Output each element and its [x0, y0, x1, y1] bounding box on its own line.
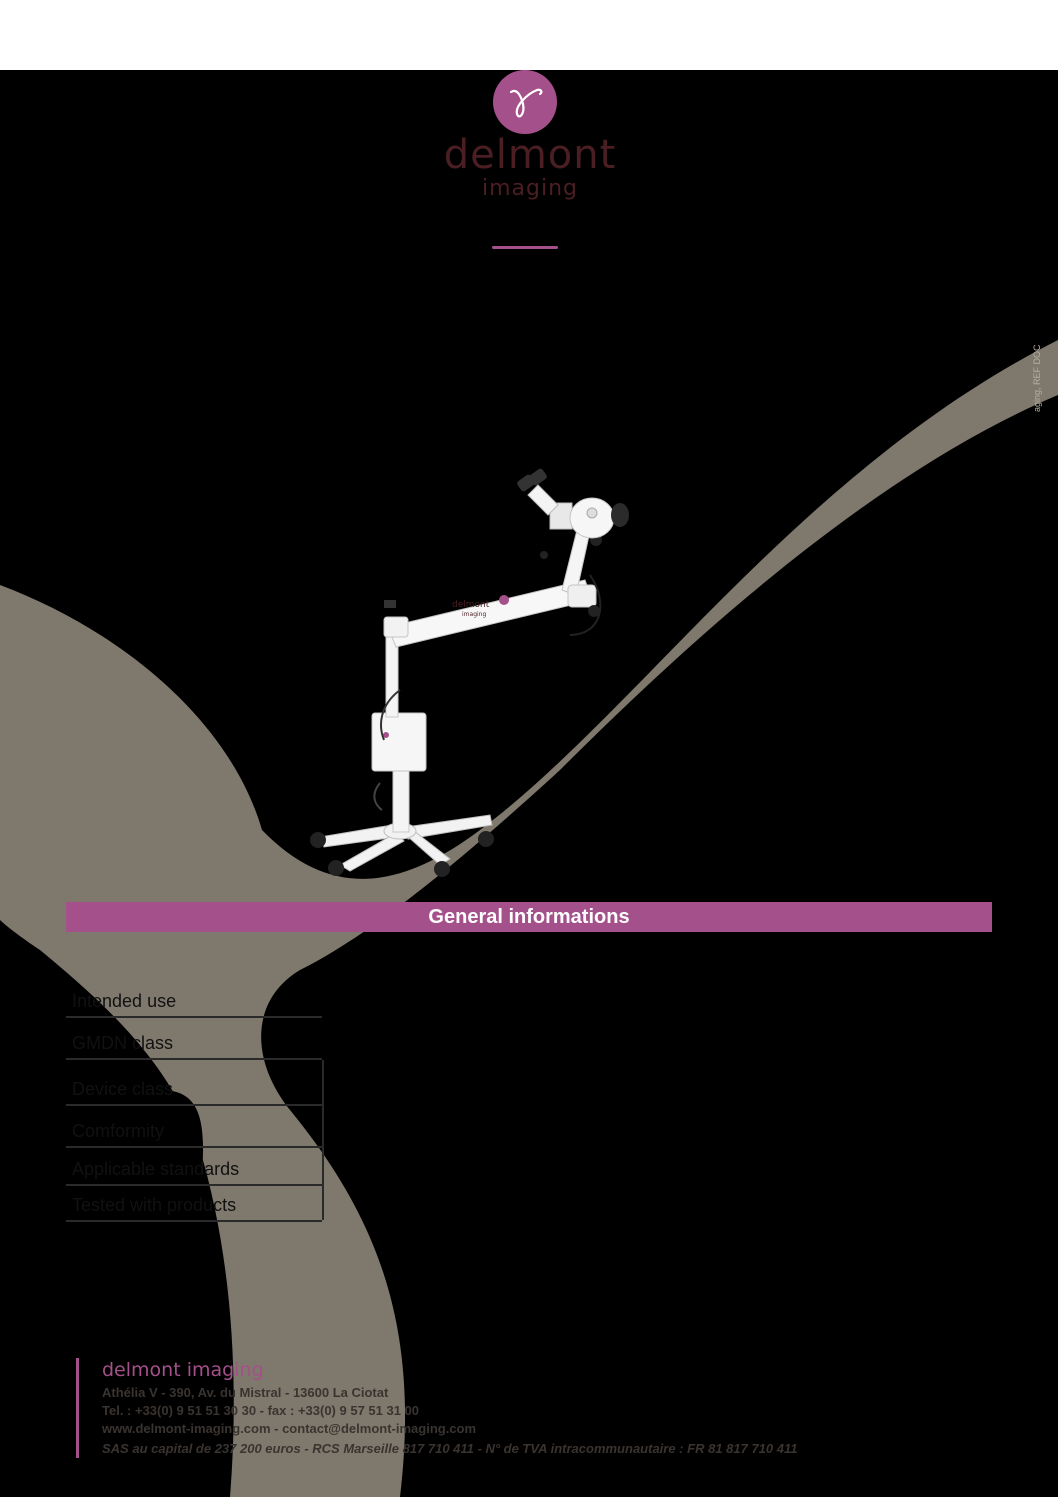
footer-company: delmont imaging [102, 1359, 264, 1381]
table-row: Tested with products [66, 1186, 322, 1222]
brand-name: delmont [443, 132, 617, 178]
footer-accent-bar [76, 1358, 79, 1458]
footer-legal: SAS au capital de 237 200 euros - RCS Ma… [102, 1441, 798, 1456]
colposcope-image: delmont imaging [310, 468, 629, 877]
side-reference: aging, REF DOC [1032, 344, 1042, 412]
table-row: Applicable standards [66, 1148, 322, 1186]
brand-logo: delmont imaging [0, 70, 1058, 270]
table-row: Comformity [66, 1106, 322, 1148]
row-label: Device class [72, 1079, 174, 1099]
caster-wheels [310, 831, 494, 877]
row-label: Tested with products [72, 1195, 237, 1215]
row-label: GMDN class [72, 1033, 174, 1053]
brand-subname: imaging [481, 176, 578, 201]
logo-mark-icon [493, 70, 557, 134]
footer: delmont imaging Athélia V - 390, Av. du … [76, 1358, 976, 1458]
footer-web[interactable]: www.delmont-imaging.com - contact@delmon… [102, 1421, 477, 1436]
table-row: Intended use [66, 976, 322, 1018]
table-row: Device class [66, 1060, 322, 1106]
document-page: delmont imaging aging, REF DOC delmont [0, 70, 1058, 1497]
row-label: Comformity [72, 1121, 165, 1141]
swoosh-graphic [0, 340, 1058, 1497]
footer-address: Athélia V - 390, Av. du Mistral - 13600 … [102, 1385, 389, 1400]
section-header: General informations [66, 902, 992, 932]
footer-phone: Tel. : +33(0) 9 51 51 30 30 - fax : +33(… [102, 1403, 420, 1418]
logo-divider [492, 246, 558, 249]
row-label: Intended use [72, 991, 177, 1011]
arm-sublabel: imaging [462, 611, 486, 618]
table-row: GMDN class [66, 1018, 322, 1060]
row-label: Applicable standards [72, 1159, 240, 1179]
table-column-divider [322, 1060, 324, 1220]
arm-label: delmont [452, 600, 490, 610]
